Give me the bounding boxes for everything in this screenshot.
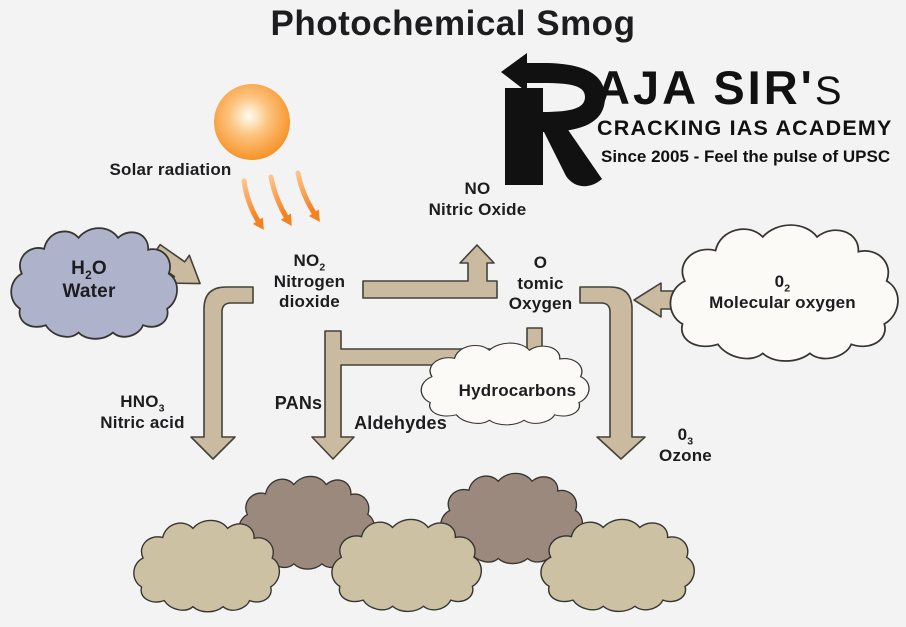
label-solar-radiation: Solar radiation [109, 160, 232, 179]
pipe-oxygen-to-ozone [579, 286, 646, 460]
logo-r-mark [501, 53, 605, 187]
logo-brand-text: AJA SIR'S [596, 61, 845, 114]
hno3-name: Nitric acid [100, 412, 185, 432]
o2-name: Molecular oxygen [709, 292, 856, 312]
logo-back-arrow-icon [501, 53, 545, 92]
solar-arrow-3 [295, 170, 320, 222]
o2-formula: 02 [774, 272, 791, 295]
no2-formula: NO2 [293, 251, 326, 274]
atomic-oxygen-line3: Oxygen [508, 294, 573, 314]
label-atomic-oxygen: O tomic Oxygen [493, 253, 588, 315]
sun [214, 84, 290, 160]
solar-radiation-arrows [241, 170, 320, 230]
logo-r-stem [505, 88, 543, 185]
label-nitric-acid: HNO3 Nitric acid [80, 392, 205, 433]
o3-name: Ozone [659, 445, 712, 465]
hno3-formula: HNO3 [120, 392, 165, 415]
pipe-no2-to-hno3 [190, 286, 254, 460]
h2o-name: Water [62, 281, 116, 303]
atomic-oxygen-line1: O [533, 253, 548, 272]
label-pans: PANs [274, 393, 323, 413]
solar-arrow-2 [268, 174, 292, 226]
no-formula: NO [464, 179, 491, 198]
page-title: Photochemical Smog [270, 4, 636, 43]
logo-tagline: CRACKING IAS ACADEMY [597, 116, 893, 140]
h2o-formula: H2O [71, 258, 107, 282]
no2-name-line1: Nitrogen [273, 271, 346, 291]
atomic-oxygen-line2: tomic [517, 273, 564, 293]
no2-name-line2: dioxide [279, 292, 340, 312]
smog-clouds [133, 472, 695, 613]
label-nitrogen-dioxide: NO2 Nitrogen dioxide [252, 251, 367, 313]
label-molecular-oxygen: 02 Molecular oxygen [690, 272, 875, 313]
logo-subline: Since 2005 - Feel the pulse of UPSC [601, 147, 891, 166]
pipe-no2-to-no [362, 244, 498, 299]
label-aldehydes: Aldehydes [354, 413, 447, 433]
logo-r-bowl [543, 63, 605, 132]
label-hydrocarbons: Hydrocarbons [458, 381, 577, 400]
label-h2o: H2O Water [28, 257, 150, 303]
logo-r-leg [540, 124, 602, 187]
solar-arrow-1 [241, 178, 264, 230]
label-ozone: 03 Ozone [638, 425, 733, 466]
no-name: Nitric Oxide [428, 199, 527, 219]
label-nitric-oxide: NO Nitric Oxide [400, 179, 555, 220]
o3-formula: 03 [677, 425, 694, 448]
